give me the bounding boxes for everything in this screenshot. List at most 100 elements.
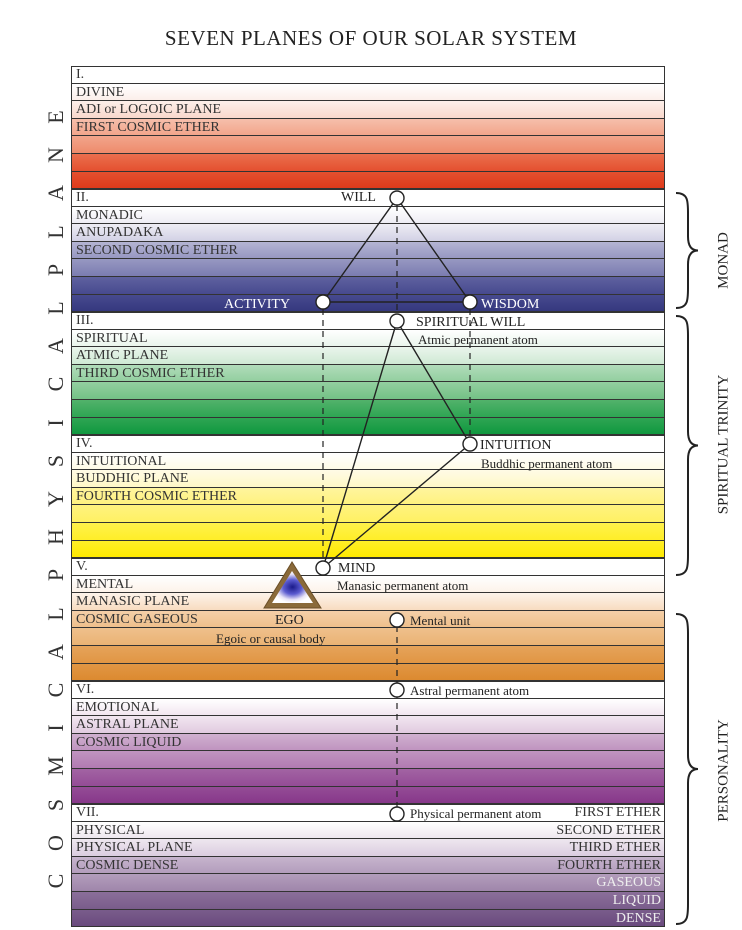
spiritual-will-node [389,313,405,329]
subplane-strip [71,681,665,699]
spiritual-trinity-bracket-label: SPIRITUAL TRINITY [715,374,732,515]
subplane-strip [71,540,665,559]
monad-line [322,197,398,303]
subplane-strip [71,751,665,769]
ego-label: EGO [275,613,304,628]
subplane-strip [71,769,665,787]
plane-label: SECOND COSMIC ETHER [76,242,238,258]
mental-unit-node [389,612,405,628]
subplane-strip [71,294,665,313]
subplane-strip [71,786,665,805]
physical-subplane-label: GASEOUS [596,875,661,891]
personality-bracket [675,613,699,925]
subplane-strip [71,259,665,277]
subplane-strip [71,241,665,260]
subplane-strip [71,610,665,629]
physical-subplane-label: FOURTH ETHER [557,857,661,873]
wisdom-label: WISDOM [481,297,540,312]
activity-node [315,294,331,310]
plane-label: COSMIC GASEOUS [76,611,198,627]
subplane-strip [71,101,665,119]
plane-label: FIRST COSMIC ETHER [76,119,220,135]
subplane-strip [71,628,665,646]
subplane-strip [71,558,665,576]
monad-bracket [675,192,699,309]
plane-label: COSMIC DENSE [76,857,179,873]
trinity-line [322,320,398,569]
physical-atom-label: Physical permanent atom [410,806,542,821]
subplane-strip [71,892,665,910]
manasic-atom-label: Manasic permanent atom [337,578,469,593]
subplane-strip [71,136,665,154]
wisdom-node [462,294,478,310]
plane-label: ASTRAL PLANE [76,717,179,733]
subplane-strip [71,277,665,295]
subplane-strip [71,154,665,172]
plane-label: EMOTIONAL [76,699,160,715]
subplane-strip [71,452,665,471]
plane-label: VII. [76,805,99,820]
plane-label: I. [76,67,85,82]
plane-label: VI. [76,682,95,697]
subplane-strip [71,118,665,137]
plane-label: ADI or LOGOIC PLANE [76,102,222,118]
subplane-strip [71,856,665,875]
plane-label: INTUITIONAL [76,453,167,469]
subplane-strip [71,663,665,682]
subplane-strip [71,364,665,383]
plane-label: III. [76,313,94,328]
subplane-strip [71,66,665,84]
plane-label: II. [76,190,89,205]
subplane-strip [71,171,665,190]
subplane-strip [71,698,665,717]
subplane-strip [71,312,665,330]
plane-label: THIRD COSMIC ETHER [76,365,225,381]
subplane-strip [71,435,665,453]
astral-atom-label: Astral permanent atom [410,683,530,698]
subplane-strip [71,523,665,541]
monad-bracket-label: MONAD [715,232,732,289]
subplane-strip [71,329,665,348]
plane-label: V. [76,559,88,574]
subplane-strip [71,839,665,857]
subplane-strip [71,83,665,102]
intuition-label: INTUITION [480,438,552,453]
plane-label: IV. [76,436,93,451]
subplane-strip [71,206,665,225]
intuition-node [462,436,478,452]
physical-subplane-label: FIRST ETHER [574,805,661,820]
spiritual-will-label: SPIRITUAL WILL [416,315,526,330]
causal-body-label: Egoic or causal body [216,631,326,646]
will-label: WILL [341,190,376,205]
subplane-strip [71,189,665,207]
astral-atom-node [389,682,405,698]
subplane-strip [71,874,665,892]
spiritual-trinity-bracket [675,315,699,576]
plane-label: COSMIC LIQUID [76,734,182,750]
trinity-line [322,443,471,569]
plane-label: MENTAL [76,576,134,592]
plane-label: BUDDHIC PLANE [76,471,189,487]
plane-label: MONADIC [76,207,143,223]
plane-label: PHYSICAL [76,822,145,838]
subplane-strip [71,909,665,928]
plane-label: SPIRITUAL [76,330,148,346]
mind-label: MIND [338,561,376,576]
atmic-atom-label: Atmic permanent atom [418,332,538,347]
plane-label: DIVINE [76,84,125,100]
buddhic-atom-label: Buddhic permanent atom [481,456,613,471]
subplane-strip [71,505,665,523]
subplane-strip [71,382,665,400]
trinity-line [396,320,471,445]
plane-label: ANUPADAKA [76,225,164,241]
mind-node [315,560,331,576]
subplane-strip [71,224,665,242]
monad-line [396,197,471,303]
subplane-strip [71,575,665,594]
mental-unit-label: Mental unit [410,613,471,628]
activity-label: ACTIVITY [224,297,291,312]
